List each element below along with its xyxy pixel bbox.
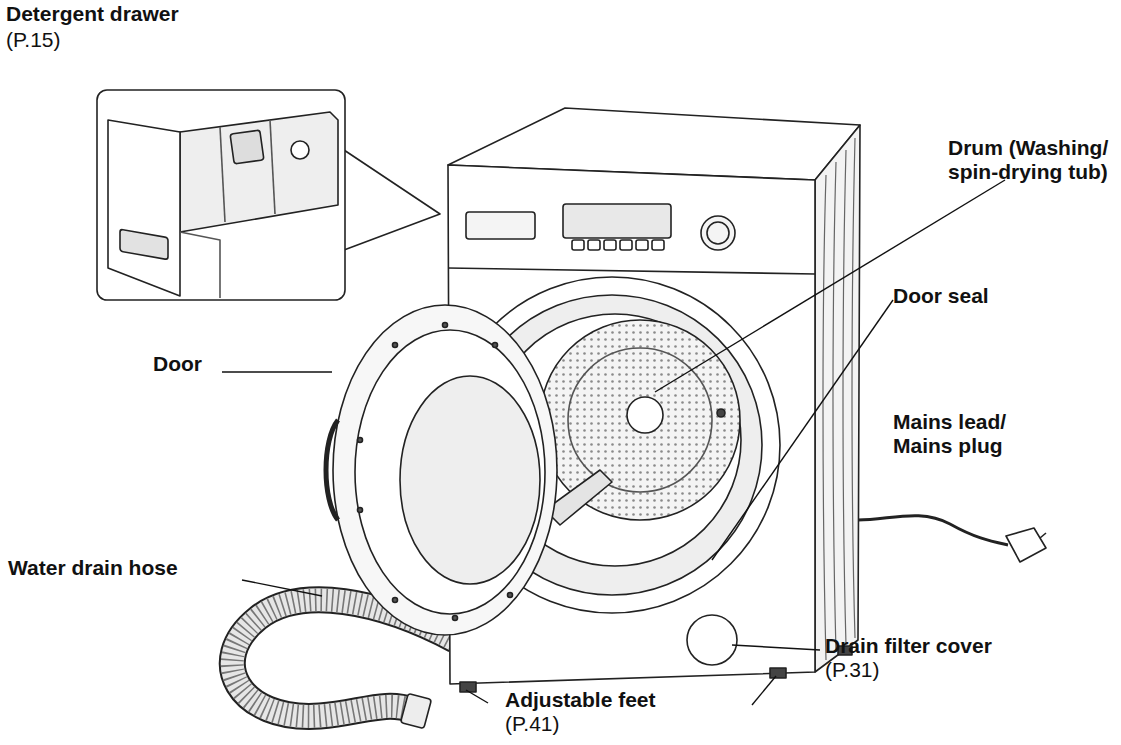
part-label: Door (153, 352, 202, 376)
mains-lead (858, 516, 1008, 545)
mains-plug (1006, 528, 1046, 562)
page-reference: (P.15) (6, 28, 60, 52)
door-inner-ring (355, 330, 545, 614)
detergent-drawer-drawing (108, 112, 338, 298)
drum-hub (627, 397, 663, 433)
program-knob (701, 216, 735, 250)
program-knob-inner (707, 222, 729, 244)
leader-lines (222, 180, 1005, 705)
drain-hose-end (401, 693, 432, 728)
door-glass (400, 376, 540, 584)
drain-filter-cover (687, 615, 737, 665)
part-label: Door seal (893, 284, 989, 308)
inset-frame (97, 90, 345, 300)
part-label: Water drain hose (8, 556, 178, 580)
page-reference: (P.31) (825, 658, 879, 682)
door-outer (333, 305, 557, 635)
door-handle (326, 420, 338, 520)
door-lock (717, 409, 725, 417)
display (563, 204, 671, 238)
drawer-handle (466, 212, 535, 239)
machine-side (815, 125, 860, 672)
mains-plug-pin (1040, 533, 1046, 538)
drum-rim (568, 348, 712, 492)
part-label: Adjustable feet (505, 688, 656, 712)
page-reference: (P.41) (505, 712, 559, 736)
part-label: Drum (Washing/ spin-drying tub) (948, 136, 1118, 184)
inset-pointer (344, 150, 440, 250)
part-label: Drain filter cover (825, 634, 992, 658)
control-panel-edge (448, 268, 815, 274)
part-label: Mains lead/ Mains plug (893, 410, 1028, 458)
drum-back (540, 320, 740, 520)
door-screws (358, 323, 513, 621)
buttons (572, 240, 664, 250)
foot (770, 668, 786, 678)
part-label: Detergent drawer (6, 2, 179, 26)
side-grooves (823, 138, 855, 660)
